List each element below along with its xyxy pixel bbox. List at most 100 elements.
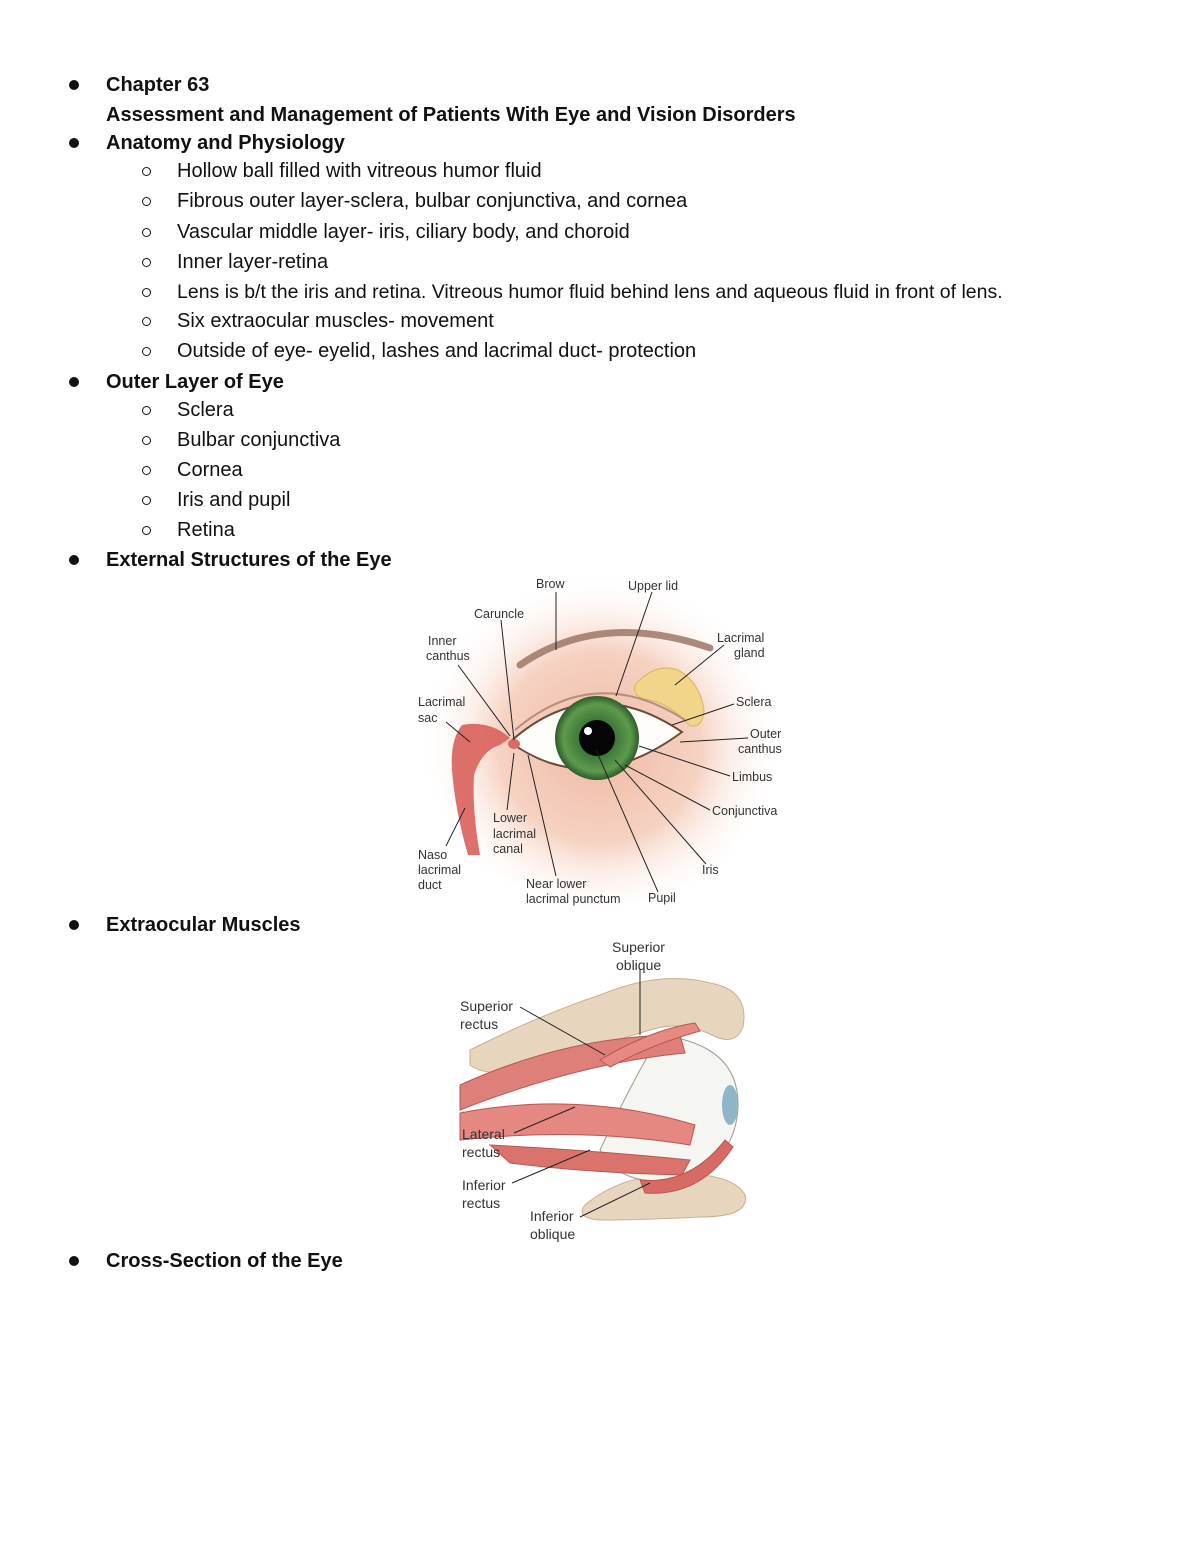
bullet-dot	[69, 80, 79, 90]
outer-item: Iris and pupil	[177, 489, 291, 511]
chapter-title: Assessment and Management of Patients Wi…	[106, 104, 796, 126]
sub-bullet-circle	[142, 436, 151, 445]
leader-line	[527, 754, 557, 877]
label-lateral-rectus: rectus	[462, 1144, 500, 1160]
outer-item: Retina	[177, 519, 235, 541]
inferior-rectus-muscle	[488, 1144, 691, 1176]
label-inner-canthus: canthus	[426, 649, 470, 663]
leader-line	[674, 644, 725, 686]
label-inferior-rectus: Inferior	[462, 1177, 506, 1193]
sub-bullet-circle	[142, 288, 151, 297]
anatomy-item: Vascular middle layer- iris, ciliary bod…	[177, 221, 630, 243]
label-superior-oblique: Superior	[612, 939, 665, 955]
cross-section-heading: Cross-Section of the Eye	[106, 1250, 343, 1272]
leader-line	[579, 1182, 651, 1218]
label-lower-lacrimal-canal: Lower	[493, 811, 527, 825]
leader-line	[679, 737, 749, 743]
label-outer-canthus: Outer	[750, 727, 781, 741]
outer-item: Cornea	[177, 459, 243, 481]
anatomy-item: Six extraocular muscles- movement	[177, 310, 494, 332]
outer-heading: Outer Layer of Eye	[106, 371, 284, 393]
label-superior-rectus: rectus	[460, 1016, 498, 1032]
bullet-dot	[69, 1256, 79, 1266]
leader-line	[519, 1006, 606, 1056]
label-lower-lacrimal-canal: lacrimal	[493, 827, 536, 841]
lacrimal-sac-shape	[451, 723, 510, 855]
label-conjunctiva: Conjunctiva	[712, 804, 777, 818]
external-eye-figure: Brow Upper lid Caruncle Inner canthus La…	[418, 572, 782, 908]
label-sclera: Sclera	[736, 695, 771, 709]
leader-line	[506, 752, 515, 811]
sub-bullet-circle	[142, 406, 151, 415]
leader-line	[614, 759, 707, 865]
leader-line	[595, 749, 659, 893]
label-lacrimal-gland: gland	[734, 646, 765, 660]
label-nasolacrimal-duct: Naso	[418, 848, 447, 862]
sub-bullet-circle	[142, 167, 151, 176]
lacrimal-gland-shape	[634, 667, 705, 727]
cornea-shape	[722, 1085, 738, 1125]
sub-bullet-circle	[142, 526, 151, 535]
outer-item: Bulbar conjunctiva	[177, 429, 341, 451]
anatomy-heading: Anatomy and Physiology	[106, 132, 345, 154]
label-lacrimal-punctum: lacrimal punctum	[526, 892, 620, 906]
sub-bullet-circle	[142, 466, 151, 475]
outer-item: Sclera	[177, 399, 234, 421]
external-heading: External Structures of the Eye	[106, 549, 392, 571]
leader-line	[615, 591, 653, 697]
inferior-oblique-muscle	[639, 1139, 734, 1194]
caruncle-shape	[508, 739, 520, 749]
label-lacrimal-punctum: Near lower	[526, 877, 586, 891]
leader-line	[511, 1149, 591, 1184]
label-superior-oblique: oblique	[616, 957, 661, 973]
label-lacrimal-sac: sac	[418, 711, 437, 725]
pupil-shape	[579, 720, 615, 756]
muscles-heading: Extraocular Muscles	[106, 914, 301, 936]
lateral-rectus-muscle	[459, 1103, 696, 1146]
anatomy-item: Inner layer-retina	[177, 251, 329, 273]
leader-line	[624, 764, 711, 811]
leader-line	[457, 664, 511, 737]
leader-line	[638, 745, 731, 777]
label-lower-lacrimal-canal: canal	[493, 842, 523, 856]
label-inner-canthus: Inner	[428, 634, 457, 648]
sub-bullet-circle	[142, 317, 151, 326]
label-outer-canthus: canthus	[738, 742, 782, 756]
label-superior-rectus: Superior	[460, 998, 513, 1014]
sub-bullet-circle	[142, 496, 151, 505]
anatomy-item: Lens is b/t the iris and retina. Vitreou…	[177, 281, 1003, 303]
label-limbus: Limbus	[732, 770, 772, 784]
leader-line	[445, 721, 471, 743]
sub-bullet-circle	[142, 228, 151, 237]
label-brow: Brow	[536, 577, 565, 591]
label-pupil: Pupil	[648, 891, 676, 905]
label-iris: Iris	[702, 863, 719, 877]
label-inferior-oblique: Inferior	[530, 1208, 574, 1224]
bullet-dot	[69, 920, 79, 930]
bullet-dot	[69, 377, 79, 387]
sub-bullet-circle	[142, 197, 151, 206]
pupil-highlight	[584, 727, 592, 735]
label-lacrimal-sac: Lacrimal	[418, 695, 465, 709]
bullet-dot	[69, 555, 79, 565]
bullet-dot	[69, 138, 79, 148]
anatomy-item: Hollow ball filled with vitreous humor f…	[177, 160, 542, 182]
sub-bullet-circle	[142, 347, 151, 356]
label-upper-lid: Upper lid	[628, 579, 678, 593]
leader-line	[671, 703, 735, 726]
label-caruncle: Caruncle	[474, 607, 524, 621]
label-nasolacrimal-duct: duct	[418, 878, 442, 892]
anatomy-item: Outside of eye- eyelid, lashes and lacri…	[177, 340, 697, 362]
label-lateral-rectus: Lateral	[462, 1126, 505, 1142]
leader-line	[500, 619, 515, 741]
label-inferior-rectus: rectus	[462, 1195, 500, 1211]
extraocular-muscles-figure: Superior oblique Superior rectus Lateral…	[459, 939, 746, 1242]
label-nasolacrimal-duct: lacrimal	[418, 863, 461, 877]
superior-oblique-muscle	[599, 1022, 701, 1068]
sub-bullet-circle	[142, 258, 151, 267]
label-lacrimal-gland: Lacrimal	[717, 631, 764, 645]
brow-shape	[516, 628, 714, 669]
lid-fold	[514, 692, 686, 731]
anatomy-item: Fibrous outer layer-sclera, bulbar conju…	[177, 190, 688, 212]
